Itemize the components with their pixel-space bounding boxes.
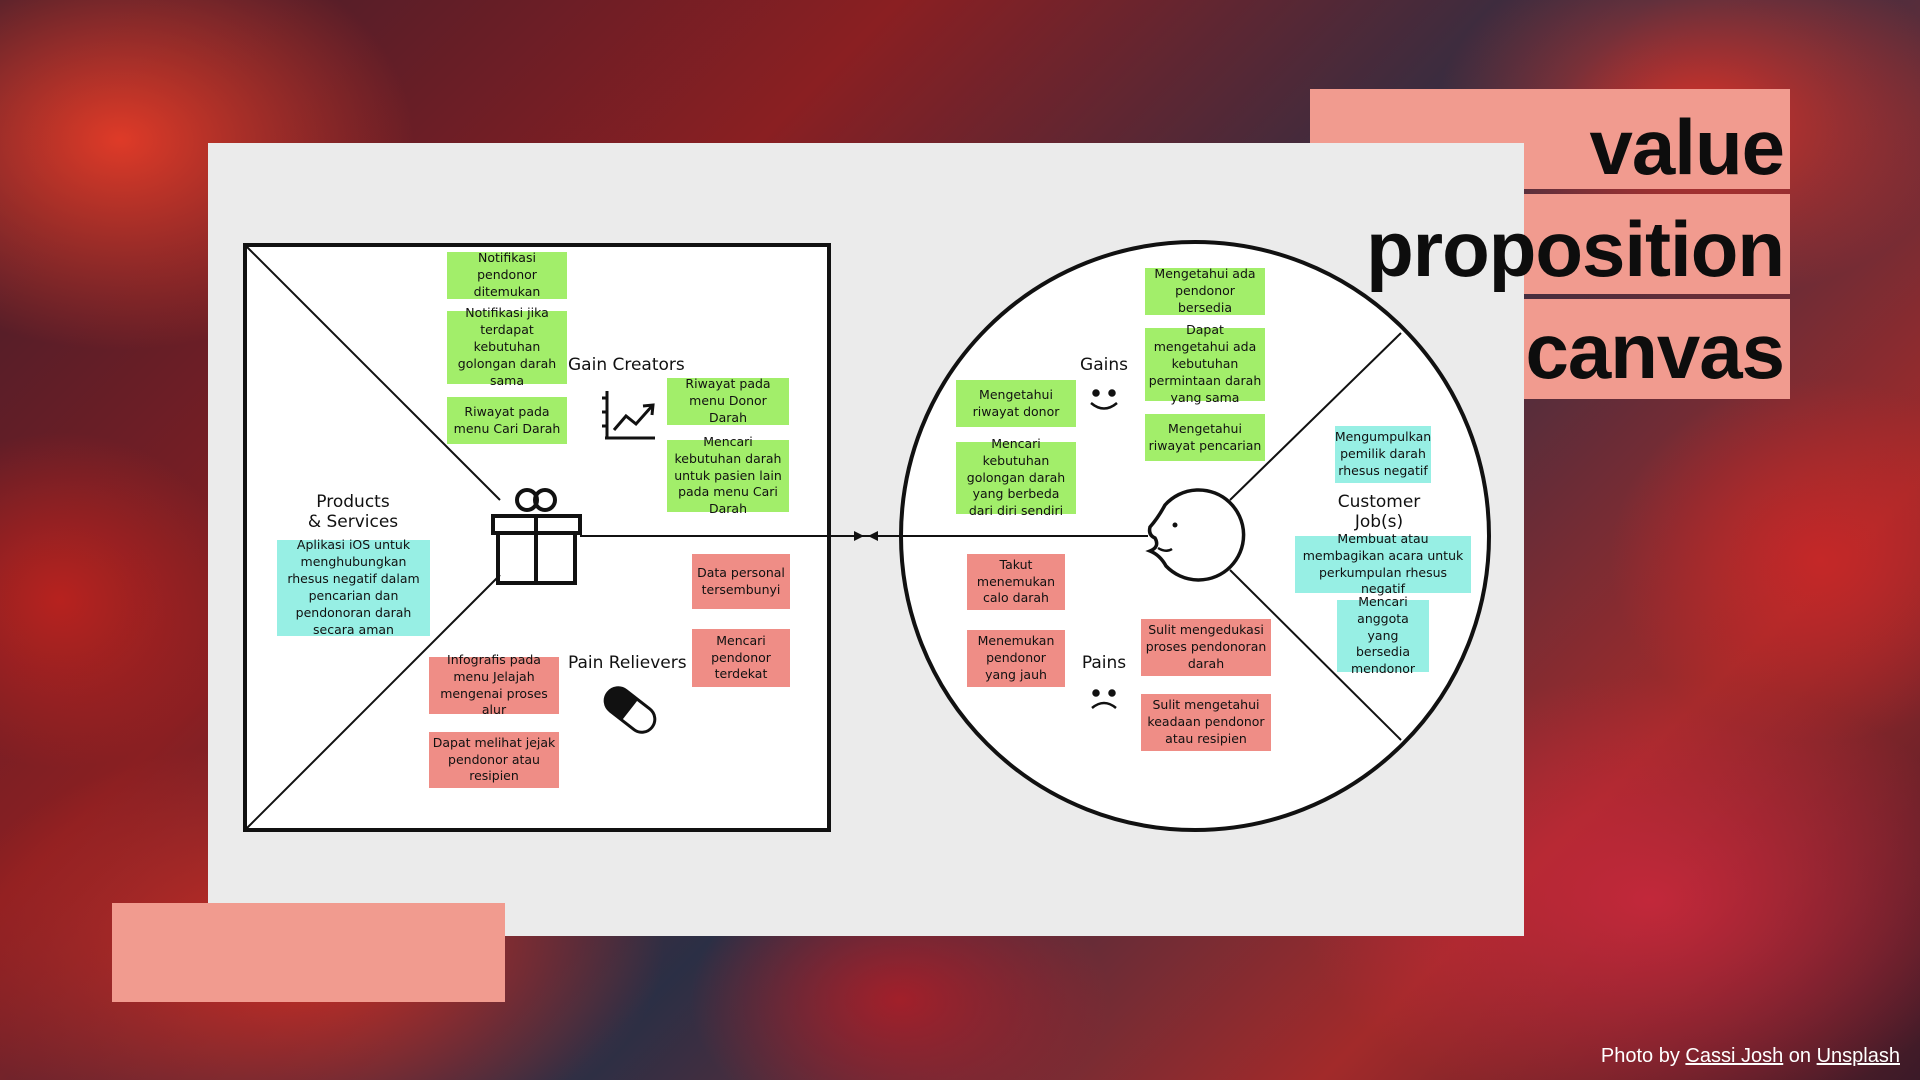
job-note: Membuat atau membagikan acara untuk perk…: [1295, 531, 1471, 596]
gain-creator-note: Mencari kebutuhan darah untuk pasien lai…: [667, 434, 789, 516]
frown-icon: [1091, 689, 1117, 709]
pain-note: Sulit mengetahui keadaan pendonor atau r…: [1141, 694, 1271, 751]
title-line-3: canvas: [1525, 307, 1785, 395]
job-note: Mencari anggota yang bersedia mendonor: [1337, 594, 1429, 676]
credit-author-link[interactable]: Cassi Josh: [1685, 1045, 1784, 1067]
gains-label: Gains: [1080, 355, 1128, 375]
pain-reliever-note: Infografis pada menu Jelajah mengenai pr…: [429, 652, 559, 717]
title-line-1: value: [1589, 103, 1785, 191]
value-map-diagonal-top: [244, 244, 501, 501]
pain-reliever-note: Dapat melihat jejak pendonor atau resipi…: [429, 732, 559, 788]
gift-icon: [491, 488, 582, 585]
gain-creator-note: Riwayat pada menu Cari Darah: [447, 397, 567, 444]
gain-creator-note: Riwayat pada menu Donor Darah: [667, 376, 789, 425]
credit-middle: on: [1788, 1045, 1812, 1067]
arrow-right-head: [854, 531, 864, 541]
smile-icon: [1090, 389, 1118, 410]
customer-profile-divider-bottom: [1229, 569, 1402, 741]
customer-profile-divider-top: [1229, 332, 1402, 501]
gain-note: Mengetahui riwayat donor: [956, 380, 1076, 427]
accent-block: [112, 903, 505, 1002]
gain-creators-label: Gain Creators: [568, 355, 685, 375]
products-services-label: Products & Services: [307, 492, 399, 532]
job-note: Mengumpulkan pemilik darah rhesus negati…: [1335, 426, 1431, 483]
gain-creator-note: Notifikasi pendonor ditemukan: [447, 250, 567, 299]
title-line-2: proposition: [1366, 205, 1785, 293]
product-note: Aplikasi iOS untuk menghubungkan rhesus …: [277, 537, 430, 637]
credit-site-link[interactable]: Unsplash: [1816, 1045, 1900, 1067]
pain-note: Menemukan pendonor yang jauh: [967, 630, 1065, 687]
chart-up-icon: [602, 391, 655, 440]
face-icon: [1145, 488, 1246, 582]
gain-note: Mengetahui riwayat pencarian: [1145, 414, 1265, 461]
gain-note: Dapat mengetahui ada kebutuhan permintaa…: [1145, 322, 1265, 405]
pain-note: Sulit mengedukasi proses pendonoran dara…: [1141, 619, 1271, 676]
photo-credit: Photo by Cassi Josh on Unsplash: [1601, 1045, 1900, 1068]
pain-reliever-note: Data personal tersembunyi: [692, 554, 790, 609]
customer-jobs-label: Customer Job(s): [1337, 492, 1421, 532]
pill-icon: [603, 686, 657, 734]
value-map-diagonal-bottom: [244, 574, 501, 831]
gain-note: Mencari kebutuhan golongan darah yang be…: [956, 436, 1076, 518]
pain-note: Takut menemukan calo darah: [967, 554, 1065, 610]
gain-creator-note: Notifikasi jika terdapat kebutuhan golon…: [447, 305, 567, 388]
arrow-left-head: [868, 531, 878, 541]
pain-reliever-note: Mencari pendonor terdekat: [692, 629, 790, 687]
gain-note: Mengetahui ada pendonor bersedia: [1145, 266, 1265, 315]
credit-prefix: Photo by: [1600, 1045, 1680, 1067]
pain-relievers-label: Pain Relievers: [568, 653, 687, 673]
pains-label: Pains: [1081, 653, 1127, 673]
